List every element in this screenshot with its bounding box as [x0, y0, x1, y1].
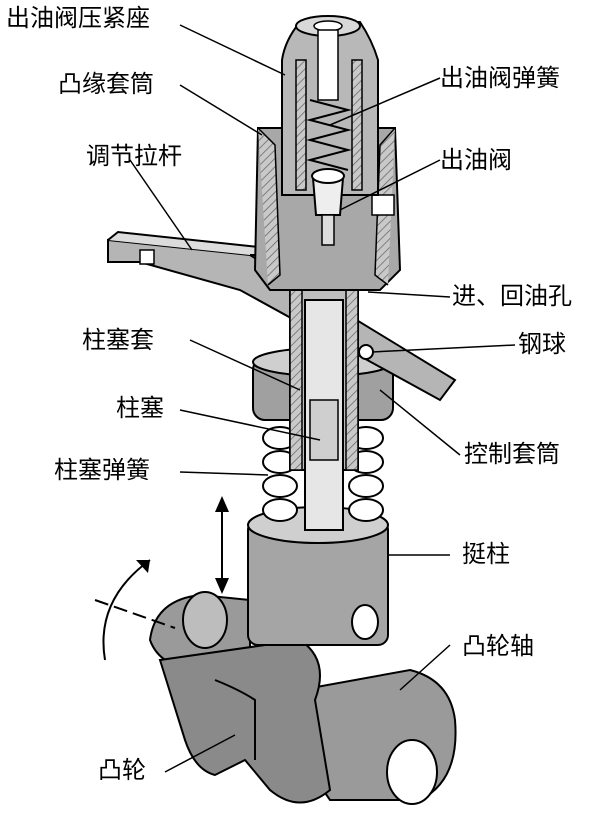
label-barrel: 柱塞套	[82, 326, 154, 354]
label-valve-seat: 出油阀压紧座	[6, 4, 150, 32]
delivery-valve	[311, 168, 345, 246]
label-camshaft: 凸轮轴	[462, 632, 534, 660]
steel-ball	[358, 344, 374, 360]
label-tappet: 挺柱	[462, 540, 510, 568]
label-delivery-valve: 出油阀	[440, 146, 512, 174]
stroke-arrow	[215, 496, 229, 594]
label-steel-ball: 钢球	[518, 330, 566, 358]
rotation-arrow	[102, 559, 151, 661]
label-control-rod: 调节拉杆	[86, 142, 182, 170]
valve-holder	[281, 15, 379, 196]
valve-spring	[306, 99, 352, 171]
label-valve-spring: 出油阀弹簧	[440, 64, 560, 92]
cam	[158, 638, 332, 804]
label-control-sleeve: 控制套筒	[464, 440, 560, 468]
label-oil-port: 进、回油孔	[452, 282, 572, 310]
plunger	[304, 299, 344, 531]
label-cam: 凸轮	[98, 756, 146, 784]
leader-lines	[129, 24, 516, 773]
label-plunger-spring: 柱塞弹簧	[54, 456, 150, 484]
label-plunger: 柱塞	[116, 394, 164, 422]
camshaft	[94, 591, 457, 805]
label-flange-sleeve: 凸缘套筒	[58, 70, 154, 98]
